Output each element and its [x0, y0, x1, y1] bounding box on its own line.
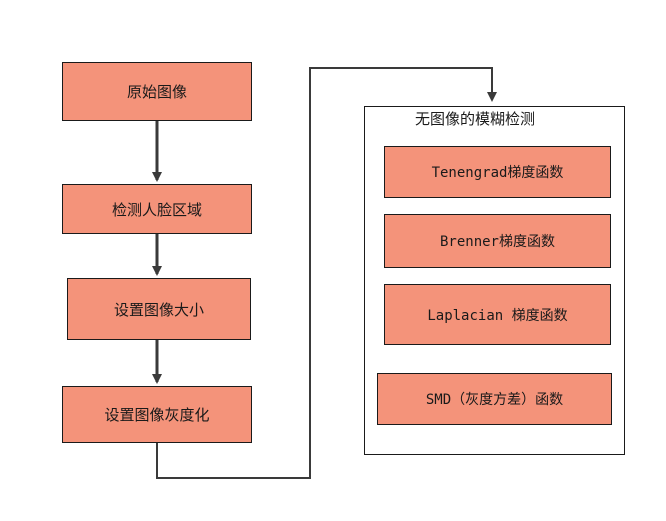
method-laplacian: Laplacian 梯度函数	[384, 284, 611, 345]
step-grayscale: 设置图像灰度化	[62, 386, 252, 443]
step-original-image: 原始图像	[62, 62, 252, 121]
group-title: 无图像的模糊检测	[415, 110, 536, 128]
method-smd: SMD（灰度方差）函数	[377, 373, 612, 425]
step-set-image-size: 设置图像大小	[67, 278, 251, 340]
method-brenner: Brenner梯度函数	[384, 214, 611, 268]
blur-detection-group	[364, 106, 625, 455]
connector-step4-to-group	[156, 67, 497, 479]
step-detect-face-region: 检测人脸区域	[62, 184, 252, 234]
method-tenengrad: Tenengrad梯度函数	[384, 146, 611, 198]
